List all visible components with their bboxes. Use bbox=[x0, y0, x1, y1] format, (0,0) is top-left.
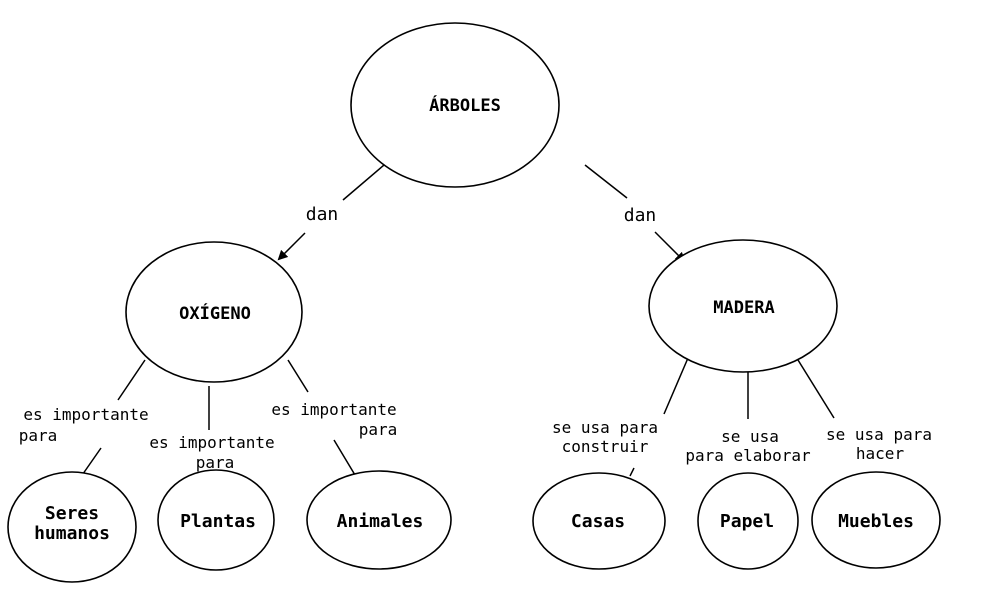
edge-root-left-upper bbox=[342, 164, 385, 201]
link-elaborar-line2: para elaborar bbox=[685, 446, 811, 465]
node-plantas: Plantas bbox=[157, 469, 275, 571]
node-casas: Casas bbox=[532, 472, 666, 570]
link-es-importante-3-line1: es importante bbox=[271, 400, 396, 419]
node-papel: Papel bbox=[697, 472, 799, 570]
link-es-importante-2-line1: es importante bbox=[149, 433, 274, 452]
node-seres-line1: Seres bbox=[45, 503, 99, 524]
edge-madera-muebles-upper bbox=[797, 359, 835, 419]
node-arboles: ÁRBOLES bbox=[350, 22, 560, 188]
edge-oxigeno-animales-lower bbox=[333, 439, 356, 476]
edge-root-right-arrow bbox=[654, 231, 686, 263]
node-oxigeno: OXÍGENO bbox=[125, 241, 303, 383]
node-muebles: Muebles bbox=[811, 471, 941, 569]
node-muebles-label: Muebles bbox=[838, 511, 914, 532]
edge-root-right-upper bbox=[584, 164, 628, 199]
node-casas-label: Casas bbox=[571, 511, 625, 532]
node-plantas-label: Plantas bbox=[180, 511, 256, 532]
edge-madera-casas-upper bbox=[663, 357, 689, 415]
link-dan-right: dan bbox=[624, 205, 657, 226]
node-arboles-label: ÁRBOLES bbox=[429, 94, 501, 116]
node-animales-label: Animales bbox=[337, 511, 424, 532]
link-es-importante-1-line1: es importante bbox=[23, 405, 148, 424]
node-madera-label: MADERA bbox=[713, 298, 774, 318]
edge-oxigeno-animales-upper bbox=[287, 359, 309, 393]
link-es-importante-1-line2: para bbox=[19, 426, 58, 445]
node-madera: MADERA bbox=[648, 239, 838, 373]
node-seres-line2: humanos bbox=[34, 523, 110, 544]
node-oxigeno-label: OXÍGENO bbox=[179, 302, 251, 324]
node-papel-label: Papel bbox=[720, 511, 774, 532]
link-es-importante-2-line2: para bbox=[196, 453, 235, 472]
edge-root-left-arrow bbox=[277, 232, 306, 261]
edge-madera-casas-lower bbox=[629, 467, 635, 477]
node-seres-humanos: Seres humanos bbox=[7, 471, 137, 583]
node-animales: Animales bbox=[306, 470, 452, 570]
link-construir-line2: construir bbox=[562, 437, 649, 456]
link-hacer-line1: se usa para bbox=[826, 425, 932, 444]
link-dan-left: dan bbox=[306, 204, 339, 225]
edge-oxigeno-seres-upper bbox=[117, 359, 146, 401]
link-construir-line1: se usa para bbox=[552, 418, 658, 437]
link-es-importante-3-line2: para bbox=[359, 420, 398, 439]
link-hacer-line2: hacer bbox=[856, 444, 905, 463]
link-elaborar-line1: se usa bbox=[721, 427, 779, 446]
